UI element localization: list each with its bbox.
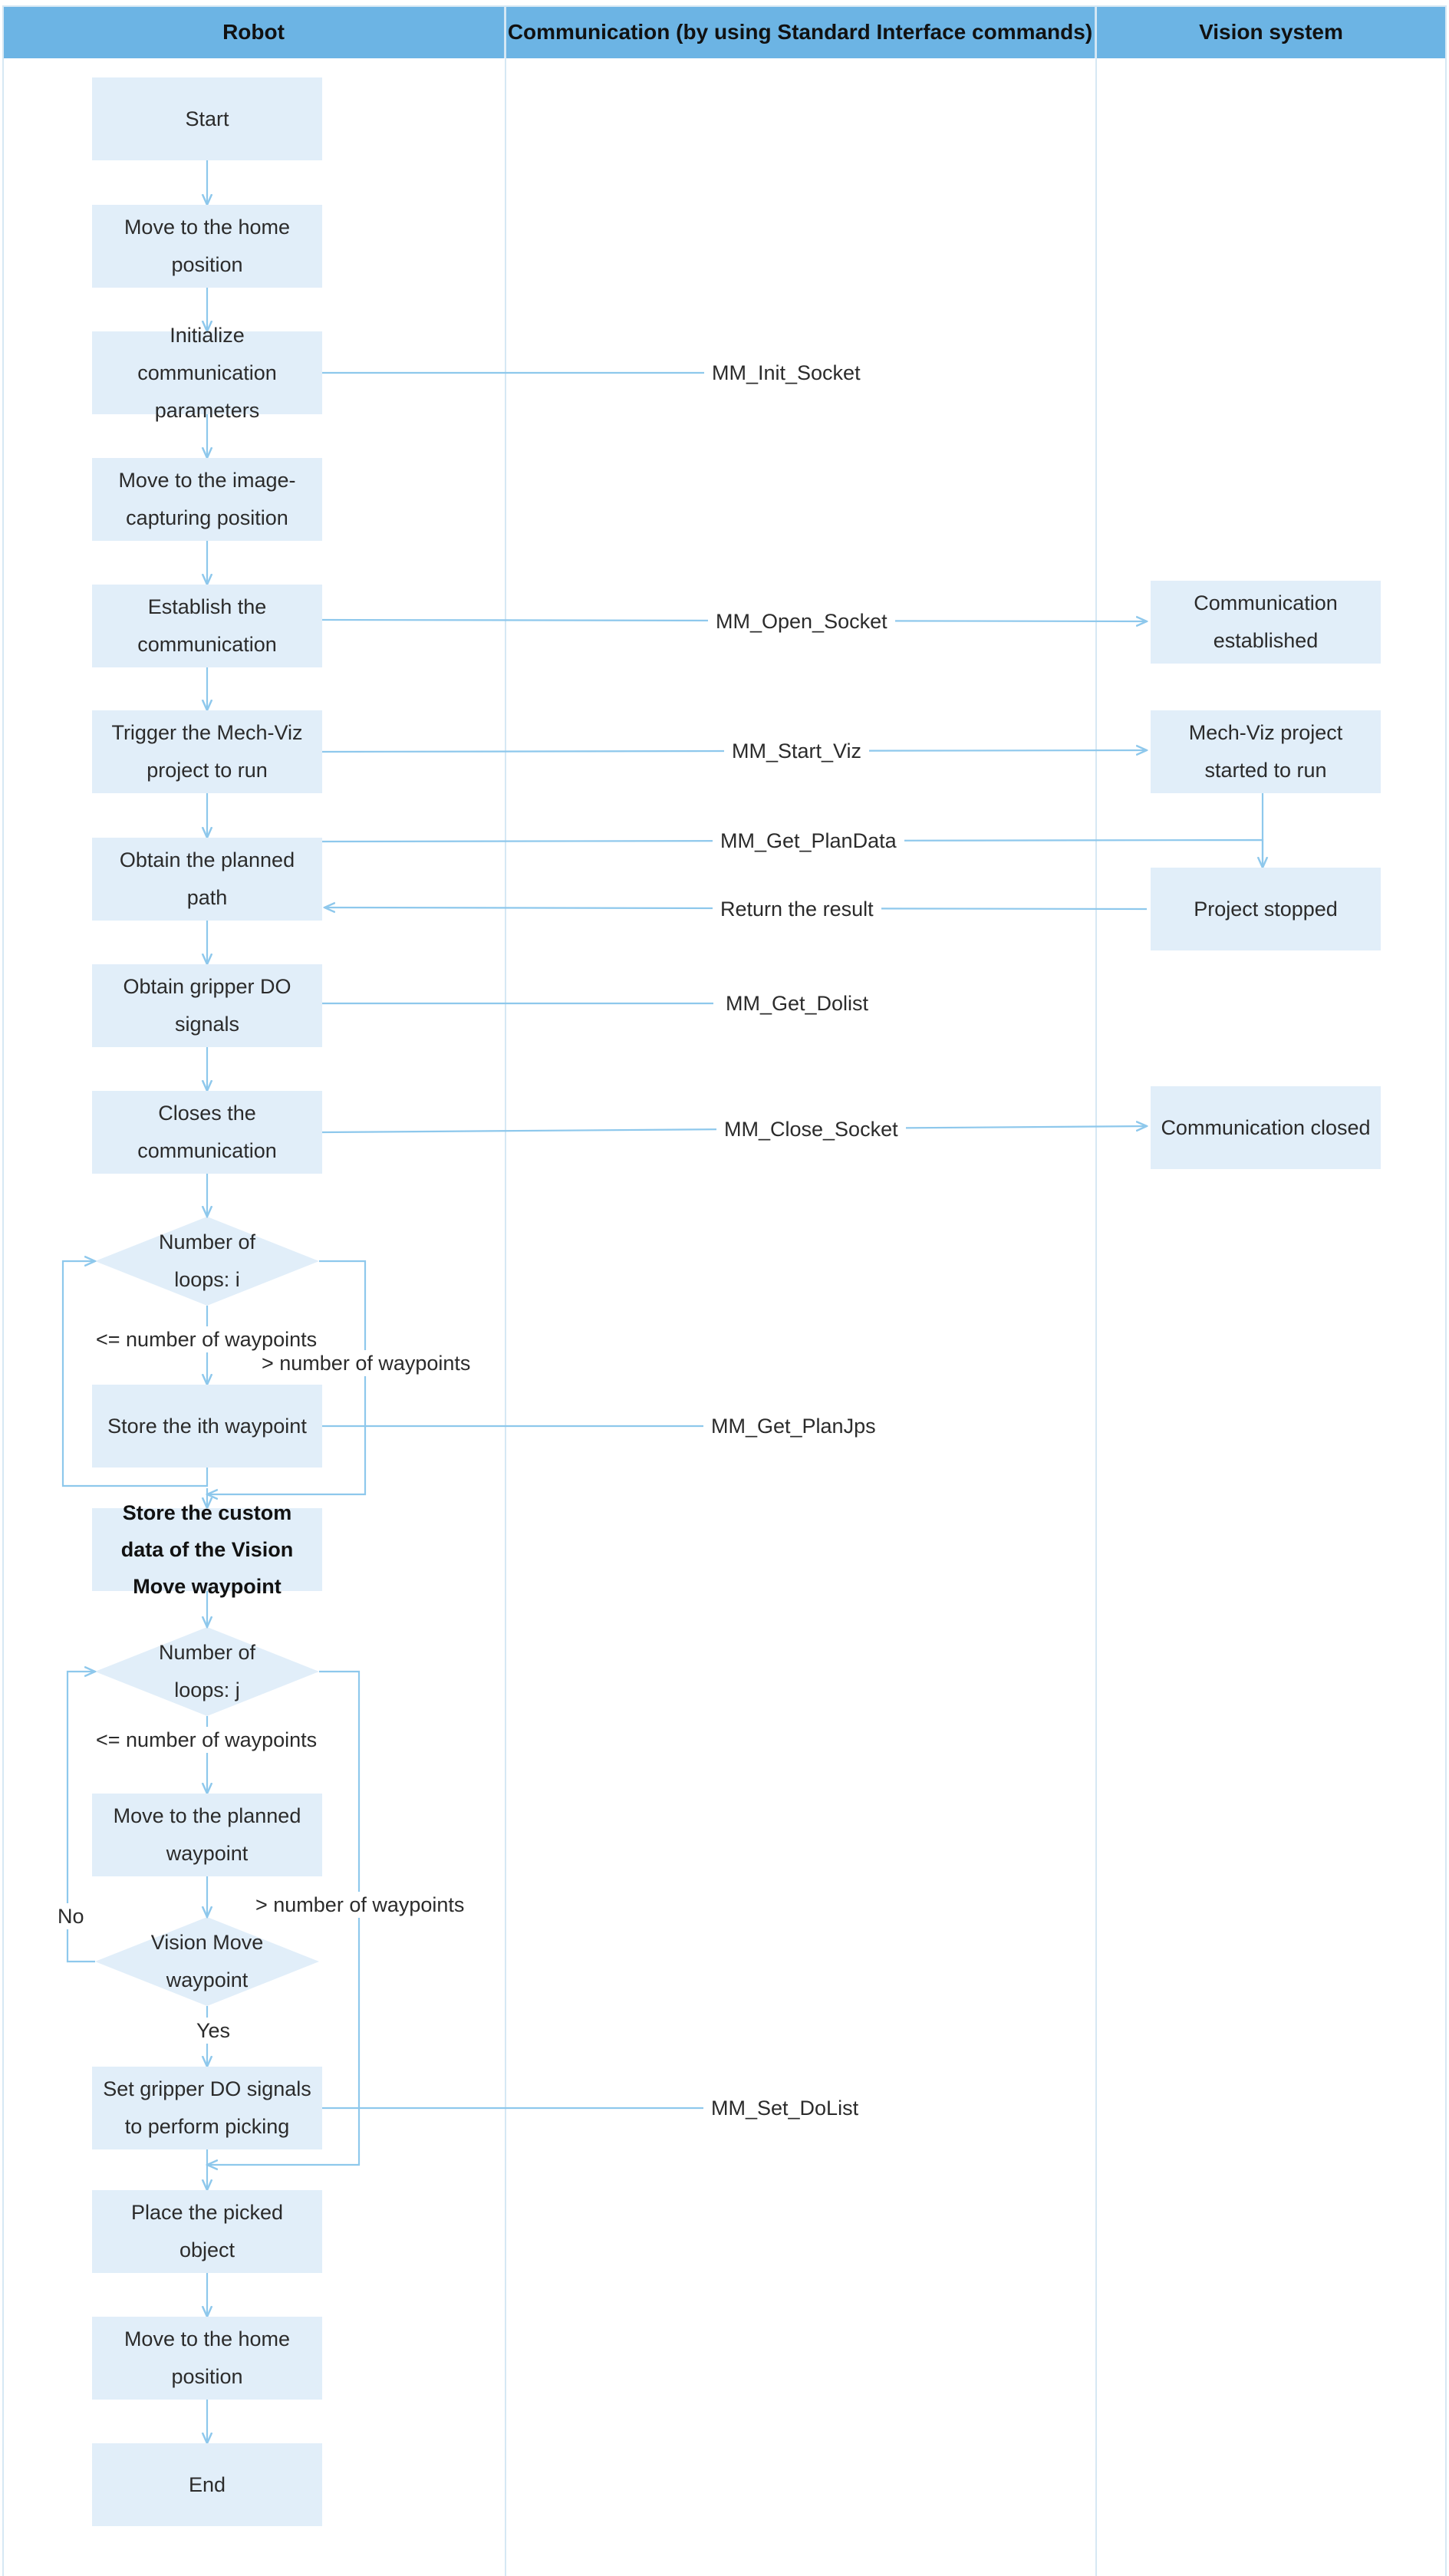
lane-header-vision: Vision system	[1096, 6, 1446, 58]
loop-j-back	[66, 1672, 95, 1963]
node-close-comm: Closes the communication	[92, 1091, 322, 1174]
cmd-get-dolist: MM_Get_Dolist	[718, 990, 877, 1016]
label-yes: Yes	[194, 2018, 233, 2044]
node-end: End	[92, 2443, 322, 2526]
lane-frame	[2, 5, 1447, 2576]
node-place: Place the picked object	[92, 2190, 322, 2273]
diamond-loop-j-label: Number of loops: j	[158, 1641, 256, 1701]
lane-header-robot: Robot	[3, 6, 506, 58]
cmd-get-planjps: MM_Get_PlanJps	[703, 1413, 884, 1439]
node-project-stopped: Project stopped	[1151, 868, 1381, 950]
node-store-ith: Store the ith waypoint	[92, 1385, 322, 1468]
diamond-loop-j	[95, 1627, 319, 1716]
diamond-loop-i	[95, 1217, 319, 1306]
node-project-started: Mech-Viz project started to run	[1151, 710, 1381, 793]
label-gt-waypoints-i: > number of waypoints	[259, 1350, 473, 1376]
node-obtain-path: Obtain the planned path	[92, 838, 322, 921]
node-trigger: Trigger the Mech-Viz project to run	[92, 710, 322, 793]
cmd-get-plandata: MM_Get_PlanData	[713, 828, 904, 854]
loop-i-back	[61, 1261, 209, 1487]
node-set-do: Set gripper DO signals to perform pickin…	[92, 2067, 322, 2149]
diamond-vision-move	[95, 1917, 319, 2006]
label-le-waypoints-i: <= number of waypoints	[94, 1326, 320, 1352]
cmd-start-viz: MM_Start_Viz	[724, 738, 870, 764]
loop-j-exit	[207, 1670, 361, 2165]
cmd-open-socket: MM_Open_Socket	[708, 608, 895, 634]
label-le-waypoints-j: <= number of waypoints	[94, 1727, 320, 1753]
node-start: Start	[92, 77, 322, 160]
node-comm-established: Communication established	[1151, 581, 1381, 664]
node-move-planned: Move to the planned waypoint	[92, 1794, 322, 1876]
label-no: No	[55, 1903, 87, 1929]
node-obtain-do: Obtain gripper DO signals	[92, 964, 322, 1047]
node-establish: Establish the communication	[92, 585, 322, 667]
node-init-params: Initialize communication parameters	[92, 324, 322, 422]
node-move-capture: Move to the image-capturing position	[92, 458, 322, 541]
cmd-init-socket: MM_Init_Socket	[704, 360, 868, 386]
cmd-close-socket: MM_Close_Socket	[716, 1116, 906, 1142]
node-move-home: Move to the home position	[92, 205, 322, 288]
node-comm-closed: Communication closed	[1151, 1086, 1381, 1169]
loop-i-exit	[207, 1260, 367, 1494]
cmd-return-result: Return the result	[713, 896, 881, 922]
diamond-loop-i-label: Number of loops: i	[158, 1230, 256, 1291]
diamond-vision-move-label: Vision Move waypoint	[150, 1931, 264, 1991]
node-store-custom: Store the custom data of the Vision Move…	[92, 1501, 322, 1598]
label-gt-waypoints-j: > number of waypoints	[253, 1892, 467, 1918]
lane-header-communication: Communication (by using Standard Interfa…	[506, 6, 1096, 58]
cmd-set-dolist: MM_Set_DoList	[703, 2095, 867, 2121]
node-move-home-end: Move to the home position	[92, 2317, 322, 2400]
